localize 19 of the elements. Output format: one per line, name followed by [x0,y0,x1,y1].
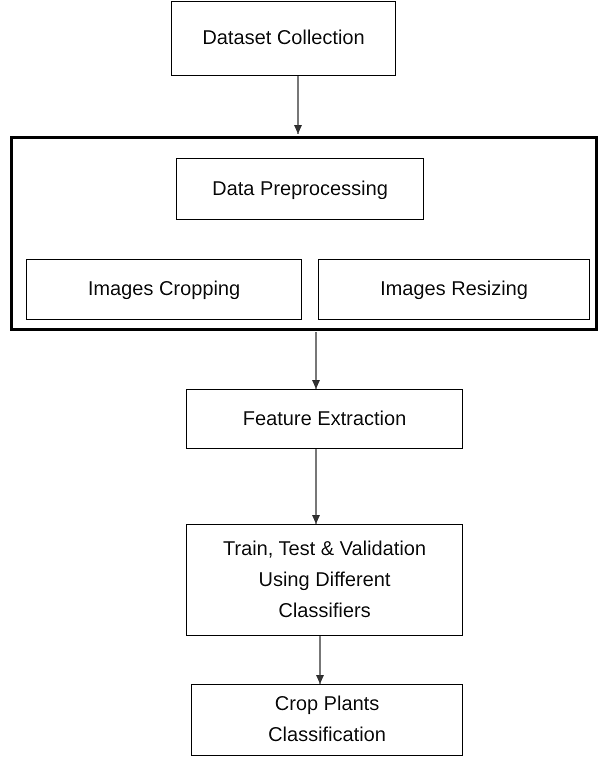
arrow [312,332,320,389]
process-box [171,1,396,76]
arrow [312,449,320,524]
box-label: Dataset Collection [202,26,365,51]
arrow [316,636,324,684]
process-box [318,259,590,320]
process-box [186,524,463,636]
box-label: Data Preprocessing [212,176,388,202]
box-label: Feature Extraction [242,406,406,432]
process-box [186,389,463,449]
arrow [294,76,302,134]
group-box [10,136,598,331]
box-label: Images Resizing [380,277,528,302]
process-box [26,259,302,320]
box-label: Crop Plants Classification [267,692,387,748]
box-label: Train, Test & Validation Using Different Classifiers [222,536,428,624]
process-box [191,684,463,756]
box-label: Images Cropping [88,277,240,302]
process-box [176,158,424,220]
